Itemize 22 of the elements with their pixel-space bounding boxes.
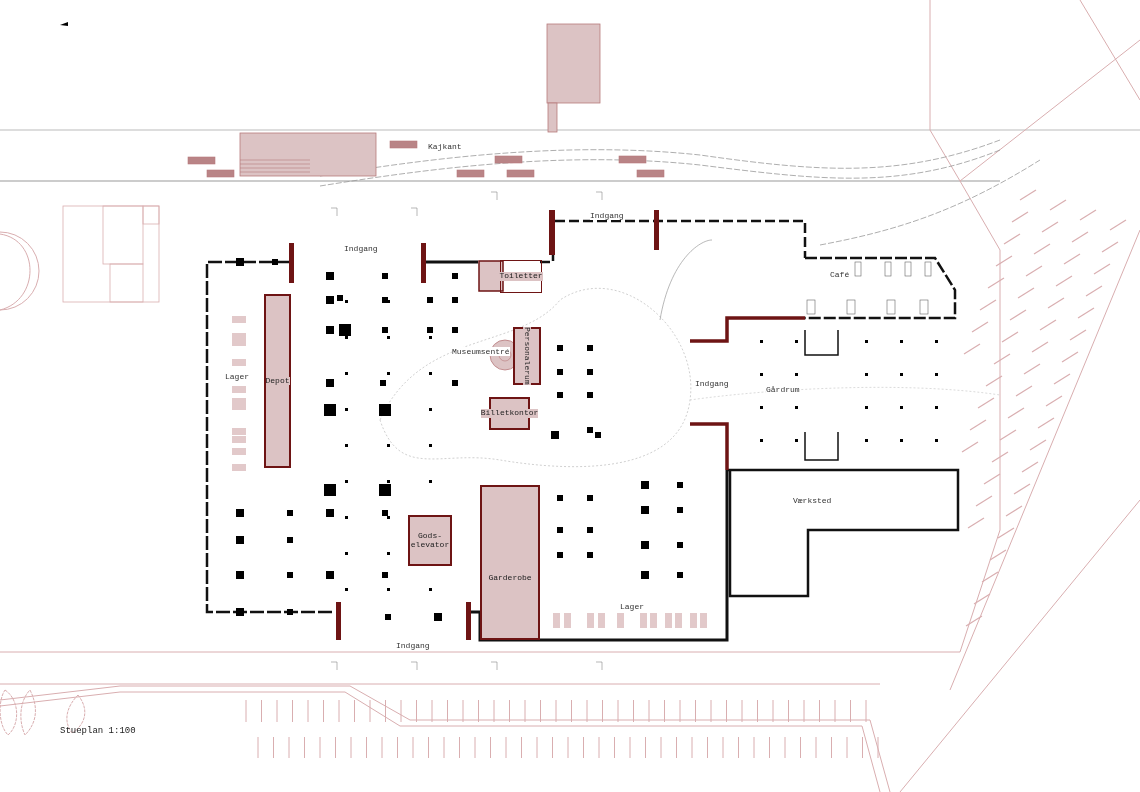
room-label: Lager xyxy=(620,602,644,611)
room-label: Indgang xyxy=(344,244,378,253)
room-label: Café xyxy=(830,270,850,279)
room-label: Lager xyxy=(225,372,249,381)
room xyxy=(500,260,542,293)
room-label: Gods-elevator xyxy=(410,531,450,550)
room-label: Indgang xyxy=(590,211,624,220)
room-label: Personalerum xyxy=(522,327,532,385)
room xyxy=(264,294,291,468)
room-label: Kajkant xyxy=(428,142,462,151)
room-label: Toiletter xyxy=(499,272,543,281)
room xyxy=(480,485,540,640)
room xyxy=(408,515,452,566)
room-label: Depot xyxy=(265,376,290,386)
room-label: Værksted xyxy=(793,496,832,505)
room-label: Gårdrum xyxy=(766,385,800,394)
room-label: Billetkontor xyxy=(480,409,539,418)
room xyxy=(513,327,541,385)
room-label: Indgang xyxy=(695,379,729,388)
plan-title: Stueplan 1:100 xyxy=(60,726,136,736)
room-label: Indgang xyxy=(396,641,430,650)
room-label: Garderobe xyxy=(488,574,532,583)
